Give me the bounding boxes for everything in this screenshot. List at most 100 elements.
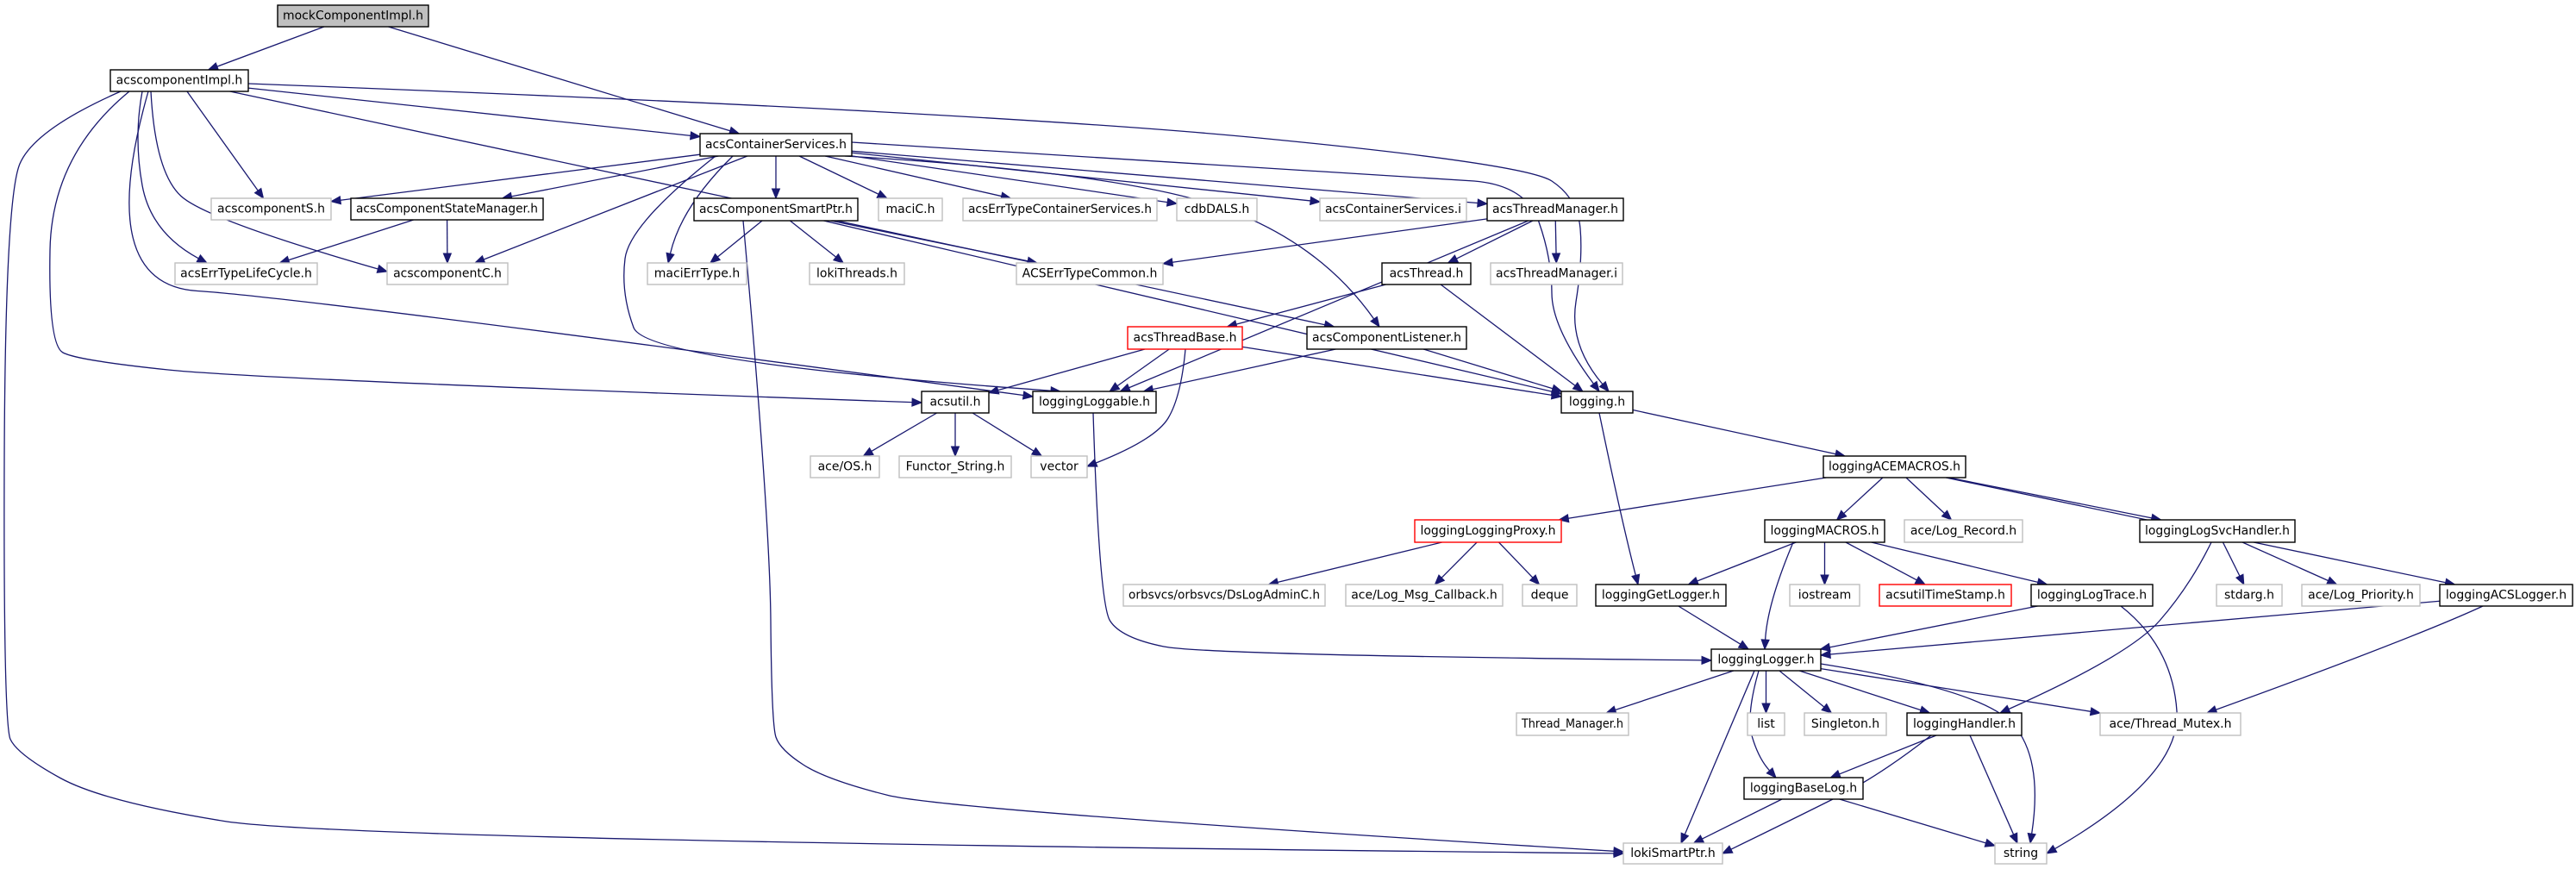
edge-loggingLoggable-to-loggingLogger [1092, 412, 1713, 666]
edge-loggingACEMACROS-to-loggingLogSvcHandler [1948, 477, 2162, 522]
node-box [1879, 584, 2012, 607]
edge-line [1632, 409, 1836, 455]
edge-line [1779, 670, 1825, 708]
edge-line [1241, 346, 1553, 396]
node-box [174, 262, 318, 285]
node-box [1490, 262, 1623, 285]
node-acsErrTypeContainerServices: acsErrTypeContainerServices.h [962, 197, 1158, 222]
edge-acsutil-to-aceOS [862, 412, 937, 457]
node-loggingBaseLog[interactable]: loggingBaseLog.h [1743, 777, 1864, 800]
edge-line [830, 220, 1029, 262]
node-loggingLoggable[interactable]: loggingLoggable.h [1032, 391, 1157, 414]
edge-loggingLogger-to-loggingBaseLog [1749, 670, 1777, 778]
arrowhead-icon [1941, 510, 1953, 521]
node-box [1823, 455, 1966, 478]
edge-loggingLoggingProxy-to-aceLogMsgCallback [1434, 541, 1478, 585]
edge-loggingACEMACROS-to-aceLogRecord [1905, 477, 1953, 521]
node-label: ace/Log_Msg_Callback.h [1351, 589, 1497, 603]
arrowhead-icon [690, 131, 702, 141]
edge-line [742, 220, 1615, 852]
edge-logging-to-loggingACEMACROS [1632, 409, 1847, 459]
arrowhead-icon [207, 62, 220, 71]
node-box [277, 4, 429, 28]
edge-acsThreadManager-to-ACSErrTypeCommon [1161, 218, 1488, 267]
node-loggingGetLogger[interactable]: loggingGetLogger.h [1595, 584, 1727, 607]
node-label: acsErrTypeLifeCycle.h [180, 267, 312, 281]
node-mockComponentImpl[interactable]: mockComponentImpl.h [277, 4, 429, 28]
node-acsComponentListener[interactable]: acsComponentListener.h [1306, 326, 1467, 350]
edge-line [1615, 670, 1735, 711]
node-box [1127, 326, 1243, 350]
node-loggingMACROS[interactable]: loggingMACROS.h [1764, 519, 1885, 543]
node-box [1904, 519, 2023, 543]
node-label: ace/Thread_Mutex.h [2110, 717, 2232, 731]
edge-line [851, 150, 1479, 204]
edge-loggingLogger-to-aceThreadMutex [1820, 667, 2102, 716]
edge-line [1839, 735, 1937, 775]
node-aceOS: ace/OS.h [810, 455, 880, 478]
node-box [1747, 712, 1785, 736]
edge-line [247, 87, 691, 136]
node-box [693, 197, 859, 222]
node-box [350, 197, 544, 221]
node-label: acscomponentImpl.h [116, 74, 243, 88]
edge-line [789, 220, 837, 258]
arrowhead-icon [876, 190, 889, 199]
arrowhead-icon [1829, 769, 1841, 778]
node-box [386, 262, 509, 285]
node-acsComponentSmartPtr[interactable]: acsComponentSmartPtr.h [693, 197, 859, 222]
edge-line [2241, 541, 2329, 582]
edge-acsContainerServices-to-acsComponentStateManager [501, 155, 719, 201]
edge-loggingLoggingProxy-to-DsLogAdminC [1267, 541, 1442, 587]
edge-line [823, 220, 1553, 392]
arrowhead-icon [1119, 383, 1132, 392]
node-acsThreadBase[interactable]: acsThreadBase.h [1127, 326, 1243, 350]
edge-line [1441, 541, 1478, 578]
node-box [1764, 519, 1885, 543]
node-deque: deque [1522, 584, 1578, 607]
node-label: acscomponentC.h [393, 267, 502, 281]
arrowhead-icon [1680, 832, 1690, 845]
arrowhead-icon [1821, 703, 1833, 714]
edge-acsThreadBase-to-loggingLoggable [1109, 348, 1170, 392]
node-loggingHandler[interactable]: loggingHandler.h [1906, 712, 2023, 736]
node-label: ace/OS.h [818, 460, 872, 474]
arrowhead-icon [1761, 703, 1771, 715]
node-loggingLogger[interactable]: loggingLogger.h [1710, 648, 1822, 672]
node-loggingLogSvcHandler[interactable]: loggingLogSvcHandler.h [2139, 519, 2296, 543]
node-acsThreadManagerI: acsThreadManager.i [1490, 262, 1623, 285]
edge-loggingLogger-to-ThreadManager [1604, 670, 1735, 715]
edge-acsComponentSmartPtr-to-lokiSmartPtr [742, 220, 1625, 856]
node-label: loggingLogSvcHandler.h [2145, 524, 2290, 538]
edge-logging-to-loggingGetLogger [1598, 412, 1641, 586]
node-label: acscomponentS.h [217, 203, 325, 216]
edge-loggingACSLogger-to-loggingLogger [1819, 600, 2441, 660]
arrowhead-icon [1572, 381, 1584, 392]
node-Singleton: Singleton.h [1804, 712, 1887, 736]
node-logging[interactable]: logging.h [1560, 391, 1634, 414]
node-acsContainerServices[interactable]: acsContainerServices.h [699, 133, 853, 157]
edge-loggingGetLogger-to-loggingLogger [1678, 605, 1750, 650]
node-acsThreadManager[interactable]: acsThreadManager.h [1486, 197, 1624, 222]
edge-line [1568, 477, 1827, 519]
node-acsutil[interactable]: acsutil.h [921, 391, 990, 414]
node-loggingACSLogger[interactable]: loggingACSLogger.h [2439, 584, 2573, 607]
node-acsComponentStateManager[interactable]: acsComponentStateManager.h [350, 197, 544, 221]
edge-acscomponentImpl-to-acscomponentS [186, 91, 265, 200]
node-acsThread[interactable]: acsThread.h [1381, 262, 1472, 285]
node-loggingACEMACROS[interactable]: loggingACEMACROS.h [1823, 455, 1966, 478]
arrowhead-icon [1434, 574, 1446, 585]
node-vector: vector [1030, 455, 1088, 478]
edge-acsComponentListener-to-logging [1422, 348, 1563, 393]
arrowhead-icon [950, 446, 960, 458]
node-loggingLoggingProxy[interactable]: loggingLoggingProxy.h [1414, 519, 1562, 543]
node-acsutilTimeStamp[interactable]: acsutilTimeStamp.h [1879, 584, 2012, 607]
node-acscomponentImpl[interactable]: acscomponentImpl.h [109, 69, 249, 92]
edge-line [137, 91, 199, 259]
node-loggingLogTrace[interactable]: loggingLogTrace.h [2030, 584, 2154, 607]
edge-acsThreadBase-to-logging [1241, 346, 1563, 400]
arrowhead-icon [442, 253, 453, 265]
edge-loggingACEMACROS-to-loggingMACROS [1835, 477, 1884, 521]
edge-line [997, 348, 1146, 391]
